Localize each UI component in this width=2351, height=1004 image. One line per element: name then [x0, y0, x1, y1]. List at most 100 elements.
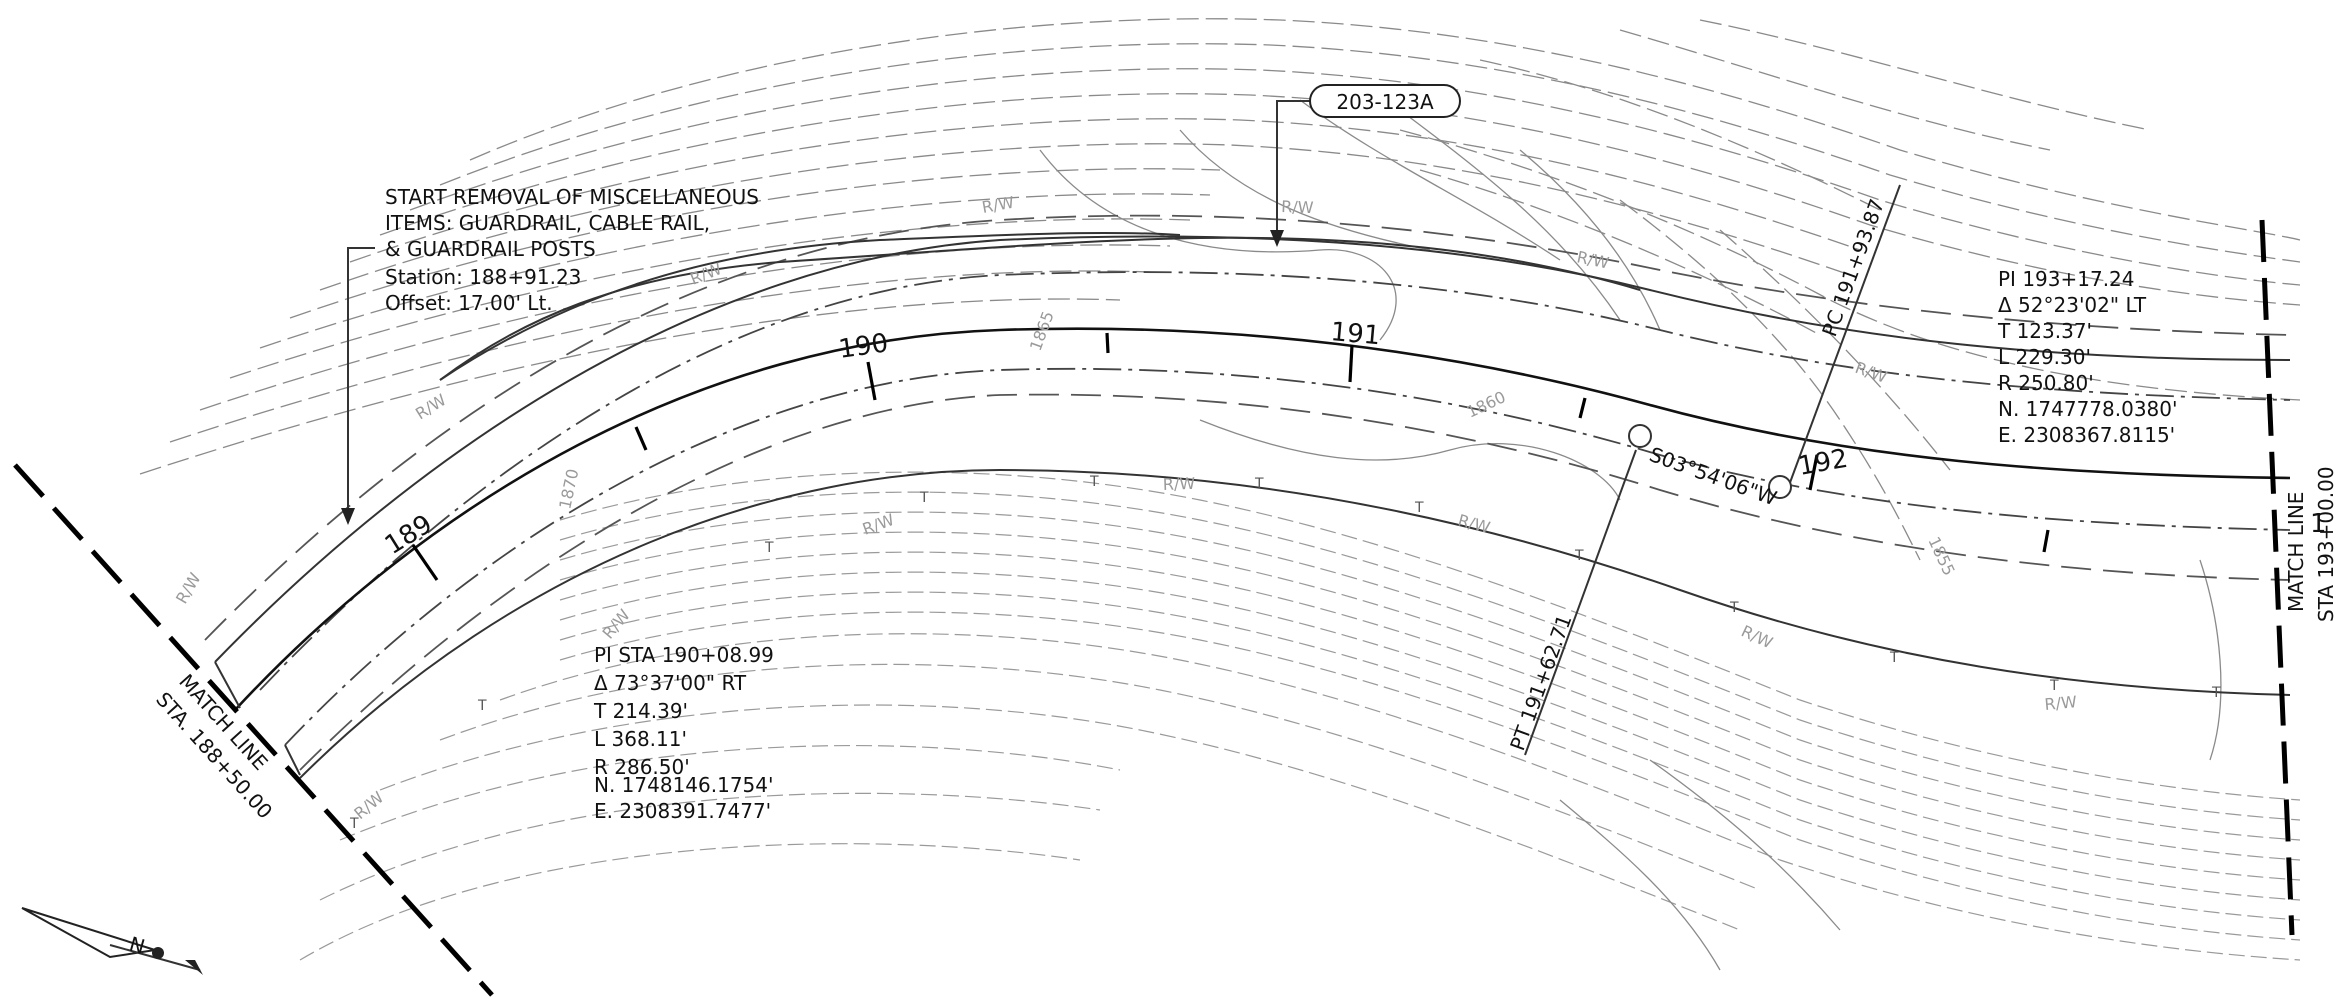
north-arrow: N — [21, 907, 203, 975]
rw-label-14: R/W — [172, 569, 205, 607]
pc-line — [1787, 184, 1901, 489]
rw-label-2: R/W — [1281, 197, 1314, 217]
curve-left-delta: Δ 73°37'00" RT — [594, 671, 747, 695]
match-line-right — [2259, 219, 2295, 936]
tick-189 — [411, 544, 439, 581]
terrain-contours-lower — [299, 419, 2301, 971]
tick-190 — [866, 361, 877, 401]
right-of-way-bottom — [299, 393, 2291, 771]
pt-station-label: PT 191+62.71 — [1505, 611, 1576, 753]
removal-note-line4: Station: 188+91.23 — [385, 265, 581, 289]
match-right-line1: MATCH LINE — [2284, 492, 2308, 612]
removal-leader — [347, 247, 375, 515]
annotations: 203-123A START REMOVAL OF MISCELLANEOUS … — [151, 90, 2338, 832]
callout-tag-box — [1309, 84, 1461, 118]
contour-label-1870: 1870 — [555, 467, 582, 511]
tick-191 — [1348, 344, 1354, 383]
t-mark-8: T — [2211, 685, 2221, 701]
match-lines — [13, 219, 2295, 997]
match-line-left-end2 — [284, 744, 301, 776]
tick-189-50 — [634, 426, 648, 451]
t-mark-6: T — [1889, 650, 1899, 666]
north-arrow-dot — [152, 947, 164, 959]
north-arrow-tail — [185, 960, 203, 975]
match-line-left — [13, 463, 494, 997]
t-mark-1: T — [1089, 474, 1099, 490]
t-mark-5: T — [1729, 600, 1739, 616]
pt-line — [1524, 449, 1637, 756]
t-mark-11: T — [477, 698, 487, 714]
curve-right-pi: PI 193+17.24 — [1998, 267, 2135, 291]
offset-line-bottom — [284, 367, 2291, 746]
contour-label-1860: 1860 — [1464, 387, 1509, 421]
curve-left-t: T 214.39' — [593, 699, 688, 723]
north-letter: N — [127, 932, 148, 959]
curve-left-n: N. 1748146.1754' — [594, 773, 774, 797]
station-ticks — [411, 332, 2050, 581]
t-mark-12: T — [349, 816, 359, 832]
rw-label-8: R/W — [1162, 474, 1195, 494]
removal-leader-arrow — [341, 508, 355, 525]
curve-left-e: E. 2308391.7477' — [594, 799, 771, 823]
right-of-way-top — [204, 214, 2291, 641]
tag-leader — [1276, 100, 1310, 238]
guardrail-line — [439, 231, 1181, 381]
curve-right-delta: Δ 52°23'02" LT — [1998, 293, 2147, 317]
existing-road-top — [439, 236, 1641, 381]
pt-circle — [1628, 424, 1652, 448]
rw-label-10: R/W — [1738, 621, 1775, 652]
north-arrow-head — [21, 907, 156, 959]
terrain-contours-upper — [139, 18, 2301, 561]
curve-right-e: E. 2308367.8115' — [1998, 423, 2175, 447]
tick-191-50 — [1578, 397, 1587, 419]
curve-right-n: N. 1747778.0380' — [1998, 397, 2178, 421]
removal-note-line3: & GUARDRAIL POSTS — [385, 237, 596, 261]
tangent-bearing: S03°54'06"W — [1646, 442, 1780, 510]
removal-note: START REMOVAL OF MISCELLANEOUS ITEMS: GU… — [385, 185, 759, 315]
callout-tag-label: 203-123A — [1336, 90, 1434, 114]
t-mark-7: T — [2049, 678, 2059, 694]
station-label-192: 192 — [1796, 444, 1850, 482]
rw-label-11: R/W — [2044, 692, 2078, 714]
rw-label-9: R/W — [1456, 511, 1492, 538]
t-mark-3: T — [1414, 500, 1424, 516]
curve-points — [1524, 184, 1901, 756]
tick-192-50 — [2042, 529, 2050, 553]
match-line-left-end1 — [214, 661, 241, 709]
station-label-191: 191 — [1329, 317, 1381, 351]
callout-leaders — [341, 84, 1461, 525]
tick-192 — [1808, 454, 1819, 491]
curve-right-l: L 229.30' — [1998, 345, 2091, 369]
removal-note-line5: Offset: 17.00' Lt. — [385, 291, 553, 315]
contour-label-1855: 1855 — [1924, 534, 1958, 579]
curve-data-right: PI 193+17.24 Δ 52°23'02" LT T 123.37' L … — [1997, 267, 2178, 447]
curve-data-left: PI STA 190+08.99 Δ 73°37'00" RT T 214.39… — [593, 643, 774, 823]
curve-left-r: R 286.50' — [594, 755, 690, 779]
t-mark-4: T — [1574, 548, 1584, 564]
roadway-lines — [204, 214, 2291, 779]
removal-note-line1: START REMOVAL OF MISCELLANEOUS — [385, 185, 759, 209]
curve-right-r: R 250.80' — [1998, 371, 2094, 395]
t-mark-10: T — [764, 540, 774, 556]
removal-note-line2: ITEMS: GUARDRAIL, CABLE RAIL, — [385, 211, 710, 235]
tag-leader-arrow — [1270, 230, 1284, 247]
station-label-193-partial: 1 — [2310, 509, 2327, 539]
station-label-190: 190 — [837, 328, 890, 365]
curve-right-t: T 123.37' — [1997, 319, 2092, 343]
tick-190-50 — [1105, 332, 1110, 354]
rw-label-4: R/W — [1853, 358, 1890, 387]
t-mark-9: T — [919, 490, 929, 506]
rw-label-12: R/W — [599, 605, 634, 642]
contour-label-1865: 1865 — [1026, 309, 1058, 354]
curve-left-pi: PI STA 190+08.99 — [594, 643, 774, 667]
match-right-line2: STA 193+00.00 — [2314, 466, 2338, 622]
curve-left-l: L 368.11' — [594, 727, 687, 751]
rw-label-6: R/W — [412, 390, 450, 423]
edge-of-pavement-bottom — [299, 468, 2291, 779]
t-mark-2: T — [1254, 476, 1264, 492]
pc-circle — [1768, 475, 1792, 499]
rw-label-7: R/W — [860, 510, 897, 539]
offset-line-top — [259, 271, 2291, 691]
rw-label-1: R/W — [980, 193, 1015, 217]
